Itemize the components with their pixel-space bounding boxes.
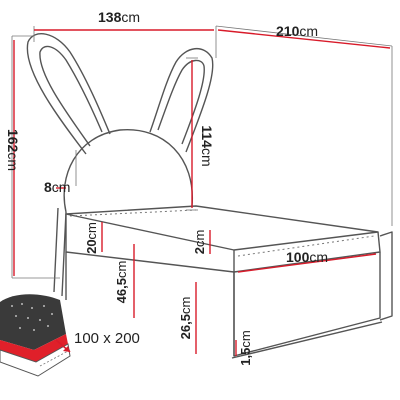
headboard-left-ear-inner xyxy=(39,45,103,147)
mattress-arrow xyxy=(55,339,71,353)
top-panel-height-label: 20cm xyxy=(84,222,99,254)
leg-height-label: 1,5cm xyxy=(238,330,253,365)
headboard-head xyxy=(63,129,193,213)
headboard-height-label: 114cm xyxy=(199,125,215,166)
overall-length-label: 210cm xyxy=(276,23,318,39)
headboard-side xyxy=(53,207,67,297)
headboard-right-ear xyxy=(149,48,214,153)
overall-width-label: 138cm xyxy=(98,9,140,25)
dimension-lines xyxy=(13,29,391,356)
floor-edge xyxy=(231,321,383,359)
stitching xyxy=(69,209,375,257)
drawer-depth-dim-line xyxy=(237,253,377,273)
overall-height-label: 162cm xyxy=(5,129,21,171)
mattress-icon-base xyxy=(0,343,71,377)
length-dim-line xyxy=(217,29,391,49)
mattress-top xyxy=(65,205,379,251)
mattress-icon-dots xyxy=(11,303,53,331)
headboard-thickness-label: 8cm xyxy=(44,179,70,195)
gap-height-label: 2cm xyxy=(192,230,207,255)
guide-lines xyxy=(11,25,393,279)
drawer-height-label: 26,5cm xyxy=(178,297,193,340)
base-height-label: 46,5cm xyxy=(114,261,129,304)
drawer-lines xyxy=(379,231,393,321)
bed-outline xyxy=(26,33,393,359)
headboard-left-ear xyxy=(26,33,111,155)
drawer-depth-label: 100cm xyxy=(286,249,328,265)
headboard-right-ear-inner xyxy=(157,59,205,145)
mattress-icon-top xyxy=(0,294,66,350)
mattress-size-label: 100 x 200 xyxy=(74,330,140,347)
mattress-icon xyxy=(0,294,71,377)
mattress-icon-layer xyxy=(0,334,68,362)
